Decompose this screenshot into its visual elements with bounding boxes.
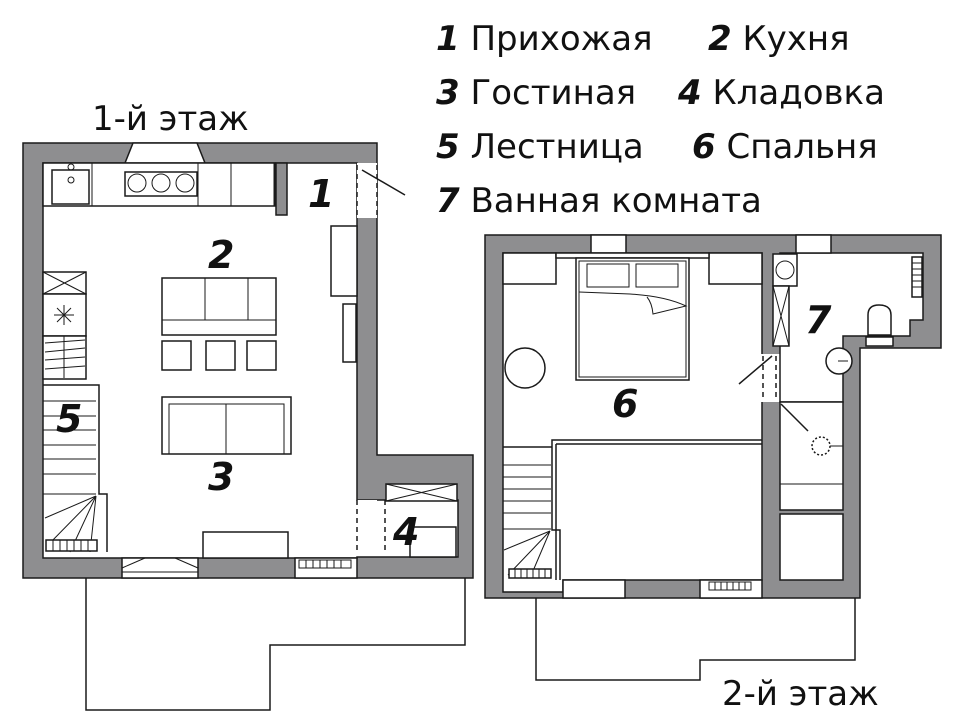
sink-icon (51, 169, 90, 205)
legend-item-4: 4 Кладовка (677, 73, 885, 113)
closet-room (779, 513, 844, 581)
staircase-1 (43, 384, 108, 553)
legend-item-1: 1 Прихожая (436, 19, 653, 59)
double-bed (575, 257, 690, 381)
legend-item-2: 2 Кухня (708, 19, 850, 59)
window-top-2 (795, 234, 832, 254)
armchair-round (504, 347, 546, 389)
shower-head-icon (811, 436, 831, 456)
floor-2: 6 7 (484, 234, 942, 681)
washing-machine-icon (772, 253, 798, 287)
room-number-7: 7 (805, 298, 832, 342)
floor-2-label: 2-й этаж (722, 674, 879, 714)
tv-stand (202, 531, 289, 559)
room-number-5: 5 (56, 397, 82, 441)
legend: 1 Прихожая 2 Кухня 3 Гостиная 4 Кладовка… (436, 19, 885, 221)
sofa (161, 396, 292, 455)
room-number-4: 4 (392, 510, 419, 554)
towel-rail-icon (911, 256, 923, 298)
shower-door (780, 403, 809, 432)
hall-wardrobe (330, 225, 358, 297)
room-number-1: 1 (308, 172, 334, 216)
shower-area (779, 401, 844, 511)
dining-table (161, 277, 277, 371)
legend-item-7: 7 Ванная комната (436, 181, 762, 221)
terrace-outline (85, 578, 466, 711)
legend-item-3: 3 Гостиная (436, 73, 636, 113)
staircase-2 (503, 439, 762, 580)
nightstand-right (708, 252, 763, 285)
chair (246, 340, 277, 371)
chair (161, 340, 192, 371)
toilet-icon (867, 304, 892, 336)
legend-item-5: 5 Лестница (436, 127, 644, 167)
legend-item-6: 6 Спальня (692, 127, 878, 167)
room-number-6: 6 (612, 382, 638, 426)
room-number-2: 2 (208, 233, 234, 277)
chair (205, 340, 236, 371)
room-number-3: 3 (208, 455, 234, 499)
window-top (123, 142, 207, 164)
floor-1-label: 1-й этаж (92, 99, 249, 139)
entrance-door[interactable] (361, 169, 406, 196)
window-bottom-3 (562, 579, 626, 599)
bathroom-door[interactable] (738, 355, 773, 385)
window-bottom-1 (121, 557, 199, 579)
floor-1: 1 2 3 4 5 (22, 142, 474, 711)
hall-hooks (342, 303, 357, 363)
window-top-1 (590, 234, 627, 254)
kitchen-counter (42, 162, 276, 207)
balcony-outline (535, 598, 856, 681)
nightstand-left (502, 252, 557, 285)
